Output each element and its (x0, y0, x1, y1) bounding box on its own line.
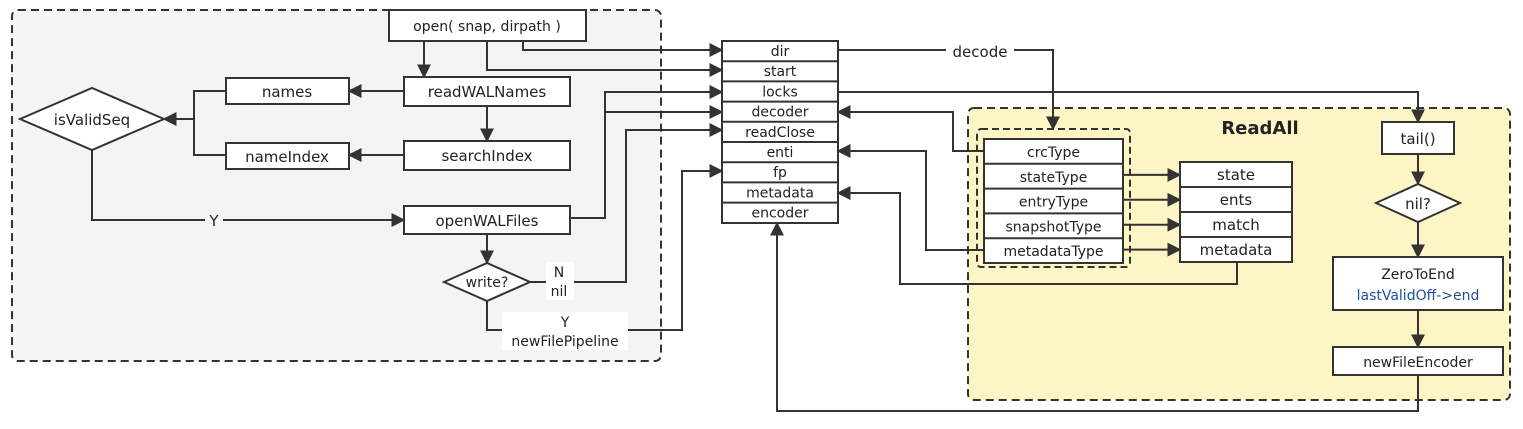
wal-field-readclose: readClose (745, 125, 815, 141)
write-decision-label: write? (466, 275, 509, 291)
nil-decision-node: nil? (1373, 182, 1463, 224)
wal-field-dir: dir (771, 44, 790, 60)
write-decision-node: write? (441, 261, 533, 303)
result-match: match (1212, 216, 1259, 234)
type-crctype: crcType (1027, 145, 1080, 161)
wire-dir-decode-to-types (838, 49, 1060, 131)
new-file-encoder-label: newFileEncoder (1363, 355, 1473, 371)
wal-field-start: start (764, 64, 797, 80)
name-index-node: nameIndex (225, 142, 350, 170)
type-entrytype: entryType (1019, 195, 1088, 211)
zero-to-end-label: ZeroToEnd (1381, 267, 1455, 283)
y-label-2: Y (560, 315, 570, 331)
y-newfilepipeline-bg (502, 312, 628, 350)
search-index-label: searchIndex (441, 147, 532, 165)
readall-title: ReadAll (1221, 118, 1298, 139)
names-node: names (225, 77, 350, 105)
tail-node: tail() (1381, 121, 1455, 155)
open-wal-files-label: openWALFiles (436, 212, 539, 230)
tail-label: tail() (1400, 130, 1435, 148)
nil-decision-label: nil? (1405, 195, 1431, 213)
last-valid-off-label: lastValidOff->end (1357, 288, 1480, 304)
wire-open-to-start (486, 41, 724, 77)
open-node: open( snap, dirpath ) (388, 9, 587, 42)
wal-struct: dir start locks decoder readClose enti fp metad… (721, 40, 839, 224)
wal-field-encoder: encoder (751, 206, 808, 222)
wal-field-fp: fp (773, 165, 787, 181)
wire-crctype-to-decoder (836, 105, 984, 152)
open-region (11, 9, 662, 362)
wal-field-decoder: decoder (751, 105, 808, 121)
search-index-node: searchIndex (403, 140, 571, 171)
result-ents: ents (1220, 191, 1253, 209)
wire-names-nameindex-to-isvalidseq (193, 90, 226, 156)
result-metadata: metadata (1200, 241, 1273, 259)
open-wal-files-node: openWALFiles (403, 205, 571, 235)
wal-field-locks: locks (762, 84, 798, 100)
name-index-label: nameIndex (245, 148, 329, 166)
wire-isvalidseq-to-openwalfiles (91, 150, 406, 227)
wire-metadatatype-to-enti (836, 144, 984, 251)
type-metadatatype: metadataType (1003, 244, 1103, 260)
y-label: Y (208, 212, 219, 230)
wire-metadata-to-metadata (836, 186, 1238, 285)
wal-field-enti: enti (767, 145, 794, 161)
wire-locks-to-tail (838, 91, 1425, 124)
wire-write-y-branch (486, 164, 724, 331)
result-state: state (1217, 166, 1255, 184)
zero-to-end-node: ZeroToEnd lastValidOff->end (1332, 256, 1504, 311)
types-stack: crcType stateType entryType snapshotType met… (983, 138, 1124, 264)
read-wal-names-label: readWALNames (428, 83, 547, 101)
wire-write-n-branch (530, 123, 724, 283)
is-valid-seq-label: isValidSeq (54, 111, 130, 129)
wire-openwalfiles-to-locks (570, 85, 724, 219)
n-nil-label-bg (546, 262, 574, 300)
wal-field-metadata: metadata (746, 185, 814, 201)
decode-label-bg (946, 41, 1014, 61)
y-label-bg (205, 210, 223, 230)
names-label: names (262, 83, 313, 101)
wire-open-to-dir (522, 41, 724, 57)
wire-newfileencoder-to-encoder (770, 221, 1419, 412)
n-label: N (554, 265, 564, 281)
open-label: open( snap, dirpath ) (413, 19, 561, 35)
type-statetype: stateType (1020, 170, 1088, 186)
nil-label: nil (551, 284, 568, 300)
results-stack: state ents match metadata (1179, 161, 1293, 263)
new-file-pipeline-label: newFilePipeline (511, 334, 618, 350)
read-wal-names-node: readWALNames (403, 76, 571, 107)
type-snapshottype: snapshotType (1005, 219, 1101, 235)
new-file-encoder-node: newFileEncoder (1332, 346, 1504, 376)
decode-label: decode (953, 43, 1008, 61)
